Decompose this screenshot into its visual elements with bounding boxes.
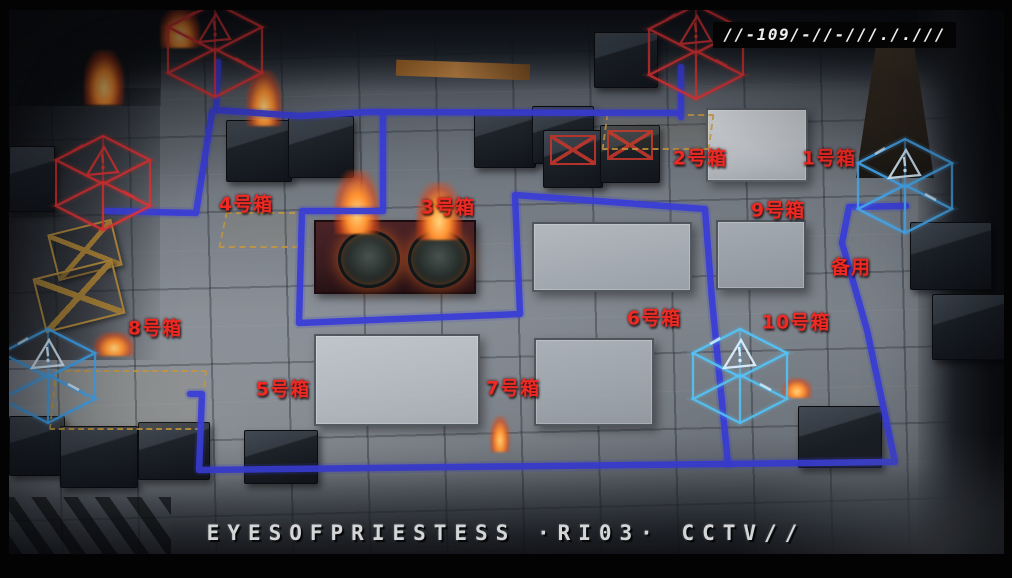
- box-label-4: 4号箱: [218, 193, 274, 216]
- crate: [244, 430, 318, 484]
- crate: [798, 406, 882, 468]
- box-label-6: 6号箱: [626, 307, 682, 330]
- box-label-5: 5号箱: [255, 378, 311, 401]
- furnace-platform: [314, 220, 476, 294]
- platform-tile: [532, 222, 692, 292]
- crate: [932, 294, 1006, 360]
- label-backup: 备用: [830, 256, 872, 279]
- platform-tile: [534, 338, 654, 426]
- deploy-tile-marker: [48, 370, 208, 430]
- screen-border-left: [0, 0, 9, 578]
- crossed-crate: [543, 130, 603, 188]
- crate: [138, 422, 210, 480]
- crate: [288, 116, 354, 178]
- crate: [474, 110, 536, 168]
- platform-tile: [314, 334, 480, 426]
- crate: [9, 146, 55, 212]
- screen-border-bottom: [0, 554, 1012, 578]
- crate: [226, 120, 292, 182]
- red-x-mark: [550, 135, 596, 165]
- timestamp-code: //-109/-//-///././//: [713, 22, 956, 48]
- stage-caption: EYESOFPRIESTESS ·RI03· CCTV//: [206, 521, 806, 545]
- screen-border-top: [0, 0, 1012, 10]
- furnace: [338, 230, 400, 288]
- crate: [910, 222, 992, 290]
- crate: [594, 32, 658, 88]
- crate: [60, 426, 138, 488]
- screen-border-right: [1004, 0, 1012, 578]
- box-label-1: 1号箱: [801, 147, 857, 170]
- box-label-9: 9号箱: [750, 199, 806, 222]
- deploy-tile-marker: [218, 212, 306, 248]
- box-label-10: 10号箱: [761, 311, 831, 334]
- box-label-3: 3号箱: [420, 196, 476, 219]
- box-label-2: 2号箱: [672, 147, 728, 170]
- box-label-7: 7号箱: [485, 377, 541, 400]
- furnace: [408, 230, 470, 288]
- platform-tile: [716, 220, 806, 290]
- box-label-8: 8号箱: [127, 317, 183, 340]
